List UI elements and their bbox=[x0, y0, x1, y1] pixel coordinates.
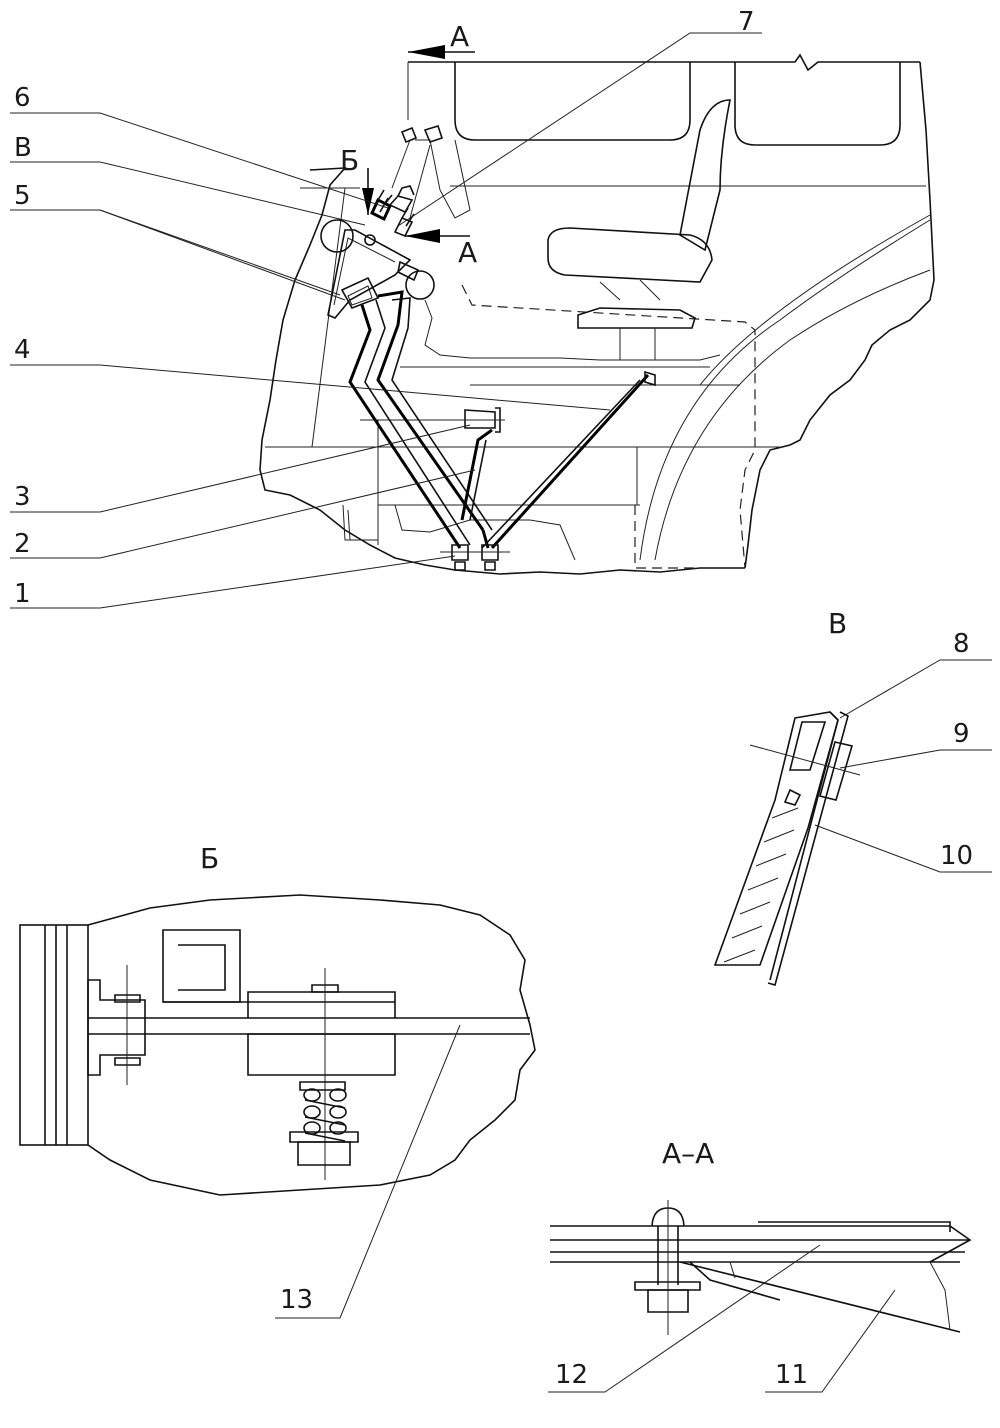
bottom-nut-right bbox=[481, 544, 499, 571]
view-b-arrow bbox=[362, 168, 374, 215]
view-v-hatching bbox=[723, 807, 799, 963]
callout-7: 7 bbox=[738, 7, 755, 37]
mark-b: Б bbox=[340, 144, 359, 177]
column-block bbox=[340, 276, 380, 309]
callout-6: 6 bbox=[14, 83, 31, 113]
view-b-wheel bbox=[19, 924, 89, 1146]
mount-circle-right bbox=[405, 270, 435, 300]
seat-back bbox=[679, 99, 731, 252]
callout-4: 4 bbox=[14, 335, 31, 365]
mount-circle-left bbox=[320, 219, 354, 253]
callout-11: 11 bbox=[775, 1360, 808, 1390]
callout-v: В bbox=[14, 133, 32, 163]
view-v-plate bbox=[819, 741, 854, 801]
callout-3: 3 bbox=[14, 482, 31, 512]
knob-left bbox=[400, 126, 418, 144]
column-bracket bbox=[327, 229, 412, 319]
callout-13: 13 bbox=[280, 1285, 313, 1315]
callout-9: 9 bbox=[953, 719, 970, 749]
callout-2: 2 bbox=[14, 529, 31, 559]
view-b-block bbox=[247, 1033, 396, 1076]
bottom-nut-left bbox=[451, 544, 469, 571]
section-aa: А–А 12 11 bbox=[548, 1137, 972, 1393]
callout-5: 5 bbox=[14, 181, 31, 211]
view-b: Б bbox=[19, 842, 536, 1319]
view-b-title: Б bbox=[200, 842, 219, 875]
window-left bbox=[454, 62, 691, 141]
view-b-spring bbox=[289, 1081, 359, 1166]
view-b-bar bbox=[88, 1017, 530, 1035]
view-v-title: В bbox=[828, 607, 847, 640]
window-right bbox=[734, 62, 901, 146]
break-outline-right bbox=[744, 61, 935, 569]
view-v-panel bbox=[713, 711, 839, 966]
mark-a-mid: А bbox=[458, 236, 477, 269]
view-b-outline bbox=[87, 894, 536, 1196]
view-v: В 8 9 10 bbox=[713, 607, 992, 986]
callout-1: 1 bbox=[14, 579, 31, 609]
section-aa-angle-bar bbox=[679, 1261, 961, 1333]
section-aa-plates bbox=[550, 1225, 970, 1263]
pivot-pin bbox=[364, 234, 376, 246]
hidden-line-1 bbox=[461, 284, 756, 569]
view-b-hub bbox=[87, 979, 146, 1076]
leader-lines bbox=[10, 32, 762, 609]
mark-a-top: А bbox=[450, 20, 469, 53]
view-b-bracket bbox=[162, 929, 241, 1003]
break-outline-main bbox=[259, 167, 745, 575]
main-view: А А Б 7 6 В 5 4 3 2 1 bbox=[10, 7, 935, 609]
seat-base bbox=[577, 307, 696, 329]
cab-roof bbox=[408, 53, 920, 72]
section-aa-title: А–А bbox=[662, 1137, 714, 1170]
hidden-line-2 bbox=[634, 505, 745, 569]
knob-right bbox=[423, 125, 444, 143]
section-arrow-top bbox=[408, 45, 475, 59]
seat-cushion bbox=[547, 227, 713, 283]
spring-assembly bbox=[370, 139, 431, 238]
section-arrow-mid bbox=[405, 229, 470, 243]
callout-10: 10 bbox=[940, 841, 973, 871]
callout-8: 8 bbox=[953, 629, 970, 659]
callout-12: 12 bbox=[555, 1360, 588, 1390]
